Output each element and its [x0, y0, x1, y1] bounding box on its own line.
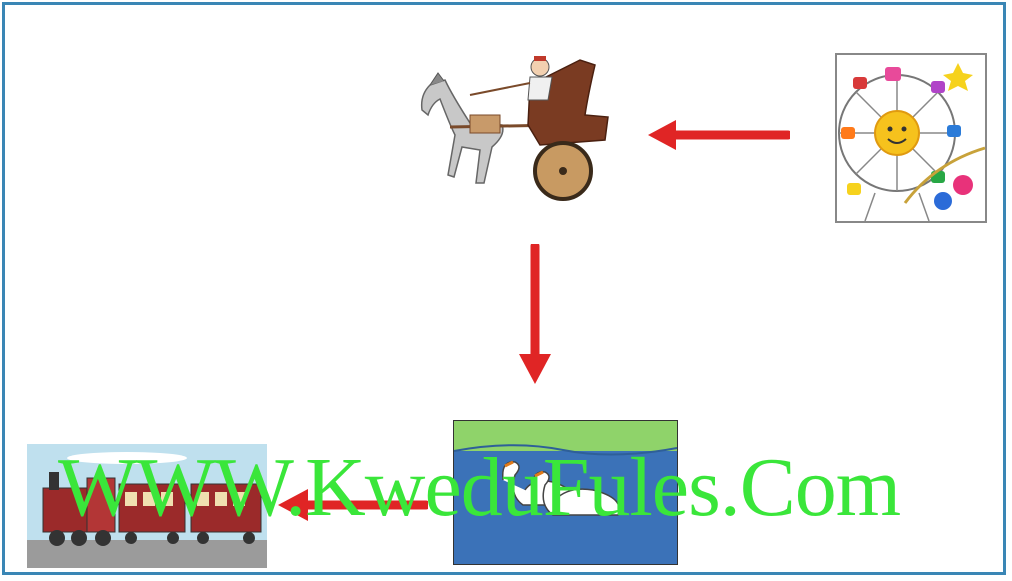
ferris-wheel-icon: [835, 53, 987, 223]
watermark-text: WWW.KweduFules.Com: [58, 441, 901, 534]
arrow-ferris-to-carriage: [648, 120, 790, 150]
swans-icon: [453, 420, 678, 565]
arrow-carriage-to-swans: [519, 244, 551, 384]
train-icon: [27, 444, 267, 568]
arrow-swans-to-train: [278, 489, 428, 521]
horse-carriage-icon: [420, 56, 609, 201]
